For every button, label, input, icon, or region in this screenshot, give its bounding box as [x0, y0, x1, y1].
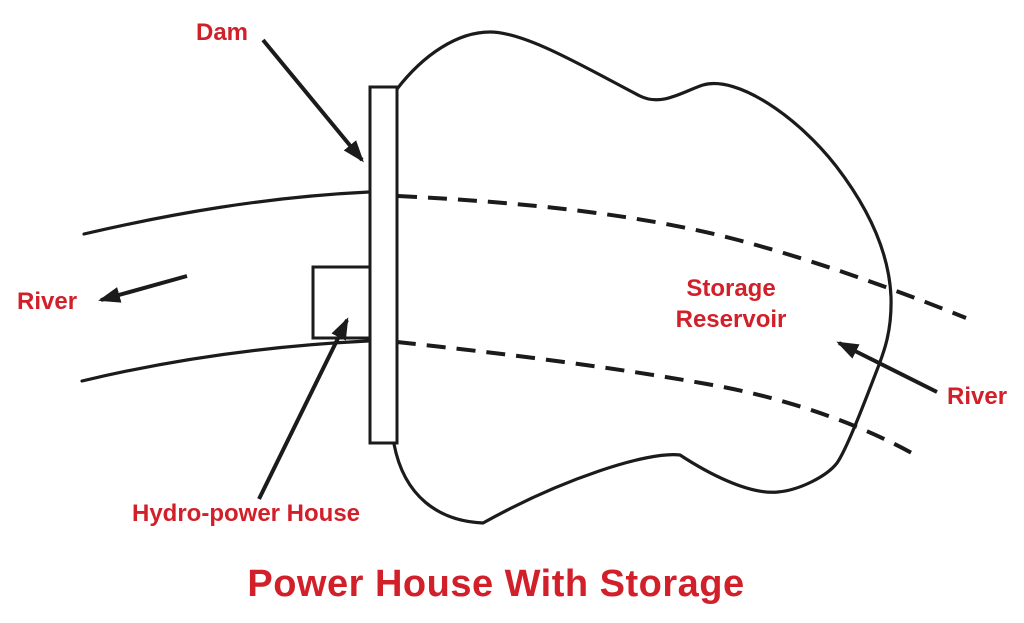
dam-arrow	[261, 38, 364, 163]
dam-rect	[368, 85, 399, 445]
powerhouse-arrow	[257, 317, 349, 500]
diagram-title: Power House With Storage	[247, 563, 745, 605]
reservoir-outline	[392, 30, 893, 525]
river-right-arrow	[836, 341, 938, 394]
hydro-power-house-label: Hydro-power House	[132, 500, 361, 527]
river-course-lower-dashed	[396, 340, 918, 458]
storage-reservoir-label: Storage Reservoir	[648, 273, 814, 335]
storage-reservoir-label-line1: Storage	[686, 275, 776, 302]
river-right-label: River	[947, 383, 1008, 410]
storage-reservoir-label-line2: Reservoir	[675, 306, 787, 333]
river-course-upper-dashed	[397, 194, 967, 320]
dam-label: Dam	[196, 19, 249, 46]
river-lower-bank-line	[80, 339, 370, 383]
river-upper-bank-line	[82, 190, 371, 236]
river-left-label: River	[17, 288, 78, 315]
river-left-arrow	[98, 274, 188, 303]
